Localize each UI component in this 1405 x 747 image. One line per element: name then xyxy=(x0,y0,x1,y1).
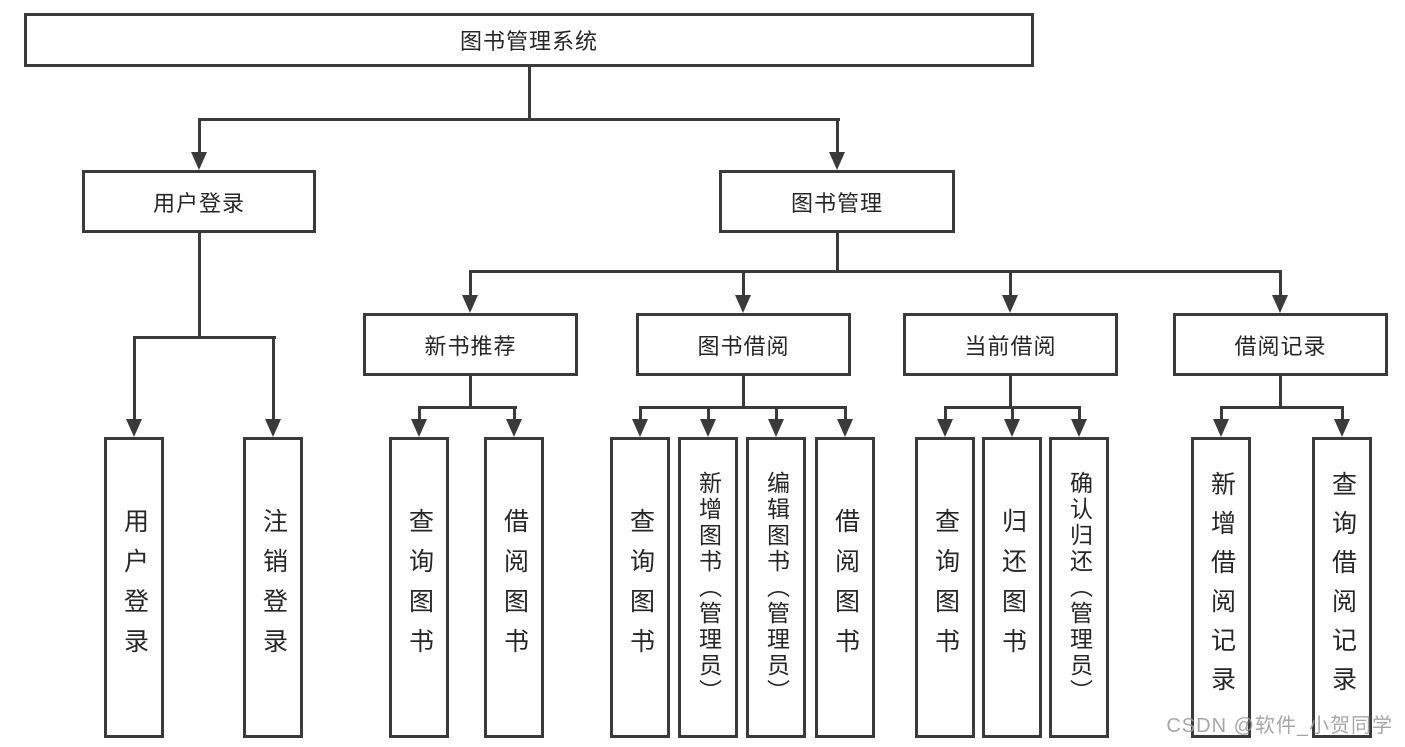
leaf-records-add-record-label: 新增借阅记录 xyxy=(1207,470,1236,705)
connector-vline xyxy=(1009,376,1012,409)
arrowhead-down-icon xyxy=(837,419,853,437)
leaf-user-login: 用户登录 xyxy=(104,437,164,738)
connector-vline xyxy=(836,233,839,272)
leaf-borrow-add-books-label: 新增图书（管理员） xyxy=(695,470,722,705)
connector-vline xyxy=(1011,406,1014,422)
arrowhead-down-icon xyxy=(1334,419,1350,437)
arrowhead-down-icon xyxy=(1213,419,1229,437)
arrowhead-down-icon xyxy=(411,419,427,437)
connector-vline xyxy=(272,336,275,422)
connector-hline xyxy=(469,270,1282,273)
node-current-borrow: 当前借阅 xyxy=(903,313,1118,376)
node-new-book-recommend-label: 新书推荐 xyxy=(424,333,517,359)
node-root: 图书管理系统 xyxy=(24,13,1034,67)
node-user-login-label: 用户登录 xyxy=(152,190,245,216)
connector-vline xyxy=(707,406,710,422)
connector-vline xyxy=(775,406,778,422)
leaf-records-query-record: 查询借阅记录 xyxy=(1312,437,1372,738)
leaf-new-borrow-books-label: 借阅图书 xyxy=(500,507,529,668)
leaf-borrow-add-books: 新增图书（管理员） xyxy=(678,437,738,738)
connector-vline xyxy=(528,67,531,120)
node-user-login: 用户登录 xyxy=(82,170,316,233)
node-borrow-records-label: 借阅记录 xyxy=(1234,333,1327,359)
connector-vline xyxy=(742,376,745,409)
leaf-borrow-borrow-books: 借阅图书 xyxy=(815,437,875,738)
leaf-current-query-books-label: 查询图书 xyxy=(931,507,960,668)
watermark: CSDN @软件_小贺同学 xyxy=(1166,715,1393,737)
leaf-records-query-record-label: 查询借阅记录 xyxy=(1328,470,1357,705)
node-current-borrow-label: 当前借阅 xyxy=(964,333,1057,359)
connector-vline xyxy=(1009,270,1012,297)
connector-vline xyxy=(418,406,421,422)
node-root-label: 图书管理系统 xyxy=(459,29,598,54)
connector-vline xyxy=(1279,376,1282,409)
arrowhead-down-icon xyxy=(126,419,142,437)
arrowhead-down-icon xyxy=(1071,419,1087,437)
connector-vline xyxy=(1341,406,1344,422)
connector-vline xyxy=(198,233,201,339)
connector-hline xyxy=(418,406,517,409)
leaf-current-query-books: 查询图书 xyxy=(915,437,975,738)
arrowhead-down-icon xyxy=(700,419,716,437)
connector-vline xyxy=(1078,406,1081,422)
connector-hline xyxy=(639,406,847,409)
node-book-borrow: 图书借阅 xyxy=(636,313,851,376)
node-book-management: 图书管理 xyxy=(719,170,955,233)
connector-vline xyxy=(133,336,136,422)
arrowhead-down-icon xyxy=(768,419,784,437)
connector-vline xyxy=(1220,406,1223,422)
connector-vline xyxy=(742,270,745,297)
leaf-borrow-edit-books: 编辑图书（管理员） xyxy=(746,437,806,738)
arrowhead-down-icon xyxy=(1004,419,1020,437)
leaf-records-add-record: 新增借阅记录 xyxy=(1191,437,1251,738)
connector-hline xyxy=(198,118,840,121)
leaf-new-query-books-label: 查询图书 xyxy=(405,507,434,668)
leaf-borrow-query-books: 查询图书 xyxy=(610,437,670,738)
leaf-borrow-query-books-label: 查询图书 xyxy=(626,507,655,668)
connector-vline xyxy=(469,270,472,297)
leaf-current-confirm-return: 确认归还（管理员） xyxy=(1049,437,1109,738)
node-book-management-label: 图书管理 xyxy=(790,190,883,216)
leaf-current-return-books: 归还图书 xyxy=(982,437,1042,738)
connector-vline xyxy=(513,406,516,422)
arrowhead-down-icon xyxy=(632,419,648,437)
leaf-logout: 注销登录 xyxy=(243,437,303,738)
arrowhead-down-icon xyxy=(506,419,522,437)
connector-hline xyxy=(133,336,276,339)
arrowhead-down-icon xyxy=(1002,295,1018,313)
arrowhead-down-icon xyxy=(937,419,953,437)
leaf-borrow-borrow-books-label: 借阅图书 xyxy=(831,507,860,668)
leaf-new-query-books: 查询图书 xyxy=(389,437,449,738)
node-book-borrow-label: 图书借阅 xyxy=(697,333,790,359)
arrowhead-down-icon xyxy=(1272,295,1288,313)
arrowhead-down-icon xyxy=(735,295,751,313)
leaf-logout-label: 注销登录 xyxy=(259,507,288,668)
connector-vline xyxy=(198,118,201,154)
connector-vline xyxy=(469,376,472,409)
connector-hline xyxy=(1220,406,1344,409)
node-new-book-recommend: 新书推荐 xyxy=(363,313,578,376)
node-borrow-records: 借阅记录 xyxy=(1173,313,1388,376)
leaf-current-confirm-return-label: 确认归还（管理员） xyxy=(1066,470,1093,705)
connector-vline xyxy=(844,406,847,422)
connector-vline xyxy=(1279,270,1282,297)
arrowhead-down-icon xyxy=(462,295,478,313)
connector-vline xyxy=(836,118,839,154)
arrowhead-down-icon xyxy=(829,152,845,170)
leaf-current-return-books-label: 归还图书 xyxy=(998,507,1027,668)
connector-vline xyxy=(639,406,642,422)
leaf-new-borrow-books: 借阅图书 xyxy=(484,437,544,738)
leaf-user-login-label: 用户登录 xyxy=(120,507,149,668)
arrowhead-down-icon xyxy=(191,152,207,170)
connector-vline xyxy=(944,406,947,422)
arrowhead-down-icon xyxy=(265,419,281,437)
leaf-borrow-edit-books-label: 编辑图书（管理员） xyxy=(763,470,790,705)
